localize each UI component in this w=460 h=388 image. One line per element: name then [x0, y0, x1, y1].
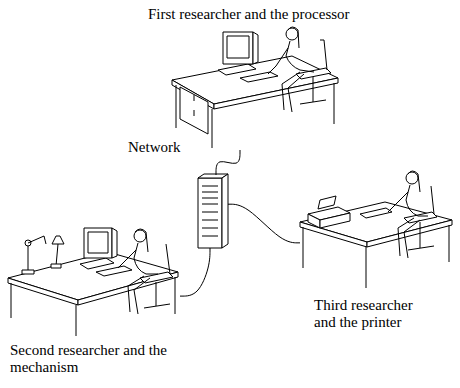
network-hub-part: [202, 236, 218, 237]
first-workstation-part: [313, 77, 314, 102]
third-workstation-part: [420, 222, 421, 248]
second-workstation-part: [28, 236, 44, 243]
second-workstation: [8, 228, 178, 336]
third-workstation-part: [367, 220, 452, 247]
first-workstation: [172, 27, 338, 148]
node-label: Third researcher and the printer: [314, 297, 434, 331]
second-workstation-part: [28, 246, 29, 272]
second-workstation-part: [166, 244, 170, 274]
network-hub-part: [202, 212, 218, 213]
second-workstation-part: [175, 277, 176, 314]
first-workstation-part: [286, 41, 314, 72]
first-workstation-part: [240, 72, 278, 82]
first-workstation-part: [214, 78, 338, 109]
second-workstation-part: [156, 282, 157, 306]
second-workstation-part: [8, 278, 78, 305]
second-workstation-part: [112, 228, 117, 258]
third-workstation-part: [366, 247, 367, 288]
first-workstation-part: [227, 36, 249, 58]
node-label: Network: [128, 139, 194, 156]
first-workstation-part: [268, 48, 288, 74]
network-hub-part: [202, 198, 218, 199]
network-cable: [228, 204, 300, 243]
network-hub-part: [202, 220, 218, 221]
second-workstation-part: [96, 266, 132, 276]
first-workstation-part: [288, 27, 299, 48]
third-workstation-part: [308, 214, 320, 228]
second-workstation-part: [76, 305, 77, 336]
second-workstation-part: [44, 236, 46, 244]
network-hub: [198, 174, 228, 248]
network-hub: Network: [198, 175, 228, 248]
third-workstation-part: [406, 185, 428, 216]
third-workstation-part: [360, 208, 392, 218]
third-workstation-part: [388, 192, 408, 212]
network-hub-part: [202, 204, 218, 205]
first-workstation-part: [300, 100, 326, 104]
first-workstation-part: [320, 40, 324, 41]
second-workstation-part: [88, 232, 108, 253]
second-workstation-part: [144, 304, 170, 308]
third-workstation-part: [408, 246, 434, 250]
third-workstation-part: [408, 171, 420, 192]
node-label: Second researcher and the mechanism: [10, 342, 168, 376]
workstation: Third researcher and the printer: [300, 165, 455, 338]
second-workstation-part: [11, 283, 12, 318]
node-label: First researcher and the processor: [148, 6, 348, 23]
workstation: Second researcher and the mechanism: [5, 225, 180, 383]
second-workstation-part: [84, 228, 112, 258]
first-workstation-part: [218, 64, 256, 75]
second-workstation-part: [56, 244, 58, 266]
first-workstation-part: [194, 95, 195, 101]
third-workstation: [300, 171, 452, 288]
network-hub-part: [202, 228, 218, 229]
first-workstation-part: [180, 87, 208, 134]
second-workstation-part: [118, 250, 136, 268]
first-workstation-part: [212, 109, 213, 148]
network-hub-part: [202, 192, 218, 193]
third-workstation-part: [300, 222, 367, 247]
workstation: First researcher and the processor: [148, 4, 348, 150]
third-workstation-part: [431, 186, 434, 214]
third-workstation-part: [303, 227, 304, 268]
first-workstation-part: [223, 32, 253, 64]
first-workstation-part: [324, 40, 327, 70]
first-workstation-part: [334, 83, 335, 124]
network-hub-part: [198, 178, 222, 248]
first-workstation-part: [282, 72, 304, 112]
first-workstation-part: [194, 110, 195, 116]
second-workstation-part: [22, 270, 34, 274]
first-workstation-part: [176, 85, 177, 128]
third-workstation-part: [398, 218, 420, 258]
network-hub-part: [202, 186, 218, 187]
second-workstation-part: [51, 264, 61, 268]
third-workstation-part: [318, 196, 336, 209]
second-workstation-part: [80, 258, 114, 269]
network-cable: [216, 150, 240, 175]
second-workstation-part: [134, 243, 158, 274]
third-workstation-part: [449, 225, 450, 262]
network-hub-part: [222, 174, 228, 248]
network-cable: [180, 248, 210, 296]
third-workstation-part: [320, 213, 350, 228]
second-workstation-part: [8, 252, 178, 300]
first-workstation-part: [253, 32, 258, 64]
second-workstation-part: [128, 276, 150, 314]
second-workstation-part: [52, 236, 64, 244]
